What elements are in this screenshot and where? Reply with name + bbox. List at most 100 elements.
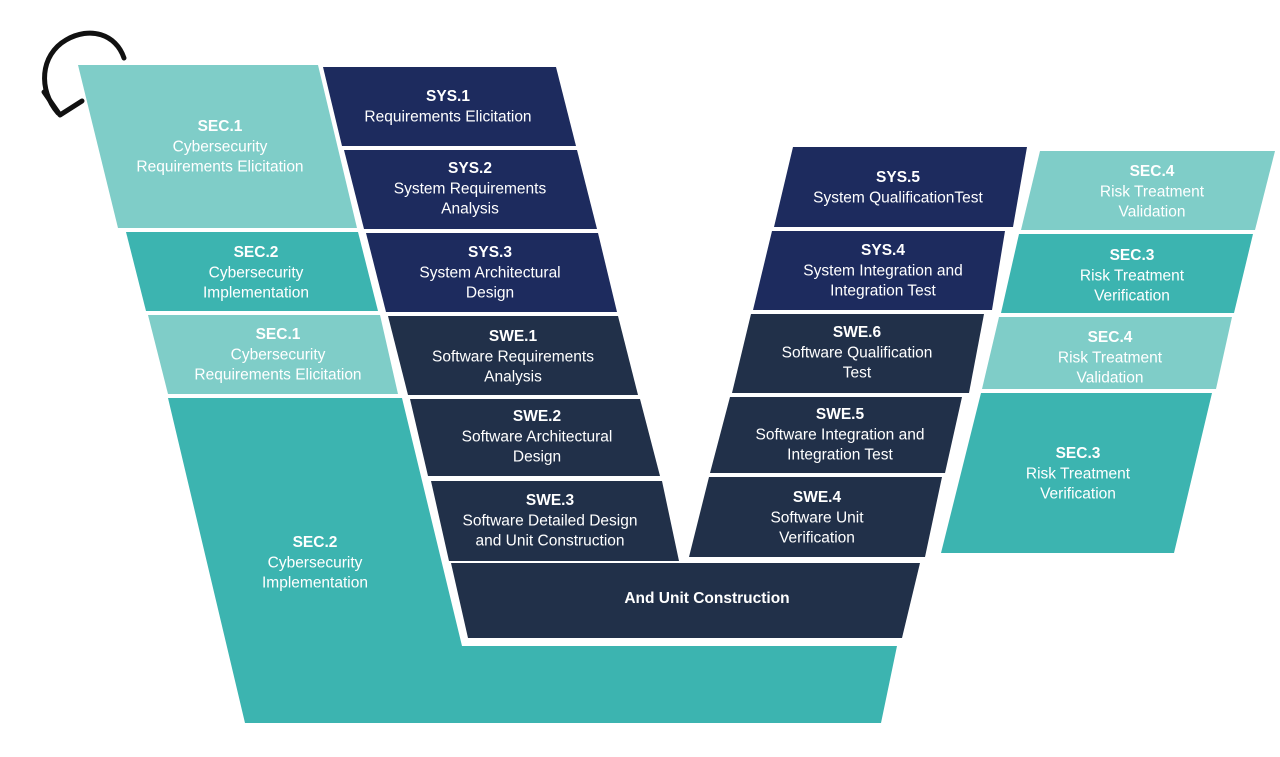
block-description-line: Requirements Elicitation	[194, 367, 361, 384]
block-description-line: Requirements Elicitation	[136, 159, 303, 176]
block-description-line: Software Requirements	[432, 348, 594, 365]
block-description-line: Cybersecurity	[268, 554, 363, 571]
sec3-risk-treatment-verification-block	[1001, 234, 1253, 313]
unit-construction-bottom-bar	[451, 563, 920, 638]
block-description-line: Risk Treatment	[1080, 267, 1185, 284]
block-description-line: Software Integration and	[756, 426, 925, 443]
block-description-line: Software Unit	[770, 509, 864, 526]
sec2-cybersecurity-implementation-large-block	[168, 398, 897, 723]
block-description-line: Verification	[779, 530, 855, 547]
block-description-line: Risk Treatment	[1026, 465, 1131, 482]
sec2-cybersecurity-implementation-block	[126, 232, 378, 311]
block-code: SEC.4	[1088, 329, 1133, 346]
block-code: SYS.4	[861, 242, 905, 259]
block-description-line: System QualificationTest	[813, 189, 983, 206]
swe1-software-requirements-analysis-block	[388, 316, 638, 395]
block-description-line: Requirements Elicitation	[364, 108, 531, 125]
block-code: And Unit Construction	[624, 590, 789, 607]
diagram-shapes	[78, 65, 1275, 723]
swe4-software-unit-verification-block	[689, 477, 942, 557]
block-code: SWE.3	[526, 492, 575, 509]
block-description-line: Design	[513, 449, 561, 466]
block-code: SWE.2	[513, 408, 561, 425]
block-description-line: Analysis	[441, 201, 499, 218]
block-description-line: Risk Treatment	[1100, 183, 1205, 200]
block-code: SEC.2	[293, 534, 338, 551]
sec4-risk-treatment-validation-block-2	[982, 317, 1232, 389]
sec1-requirements-elicitation-block-2	[148, 315, 398, 394]
block-description-line: Software Architectural	[462, 428, 613, 445]
block-description-line: Cybersecurity	[231, 346, 326, 363]
block-description-line: Implementation	[203, 285, 309, 302]
block-code: SWE.1	[489, 328, 538, 345]
block-code: SEC.1	[256, 326, 301, 343]
block-code: SEC.2	[234, 244, 279, 261]
block-code: SYS.1	[426, 88, 470, 105]
block-description-line: Cybersecurity	[173, 138, 268, 155]
block-description-line: Integration Test	[830, 283, 936, 300]
block-description-line: System Requirements	[394, 180, 547, 197]
sys2-system-requirements-analysis-block	[344, 150, 597, 229]
block-description-line: Test	[843, 365, 872, 382]
swe3-software-detailed-design-block	[431, 481, 679, 561]
block-code: SEC.3	[1056, 445, 1101, 462]
block-description-line: and Unit Construction	[475, 533, 624, 550]
block-code: SEC.4	[1130, 163, 1175, 180]
block-description-line: Design	[466, 285, 514, 302]
unit-construction-bottom-bar-label: And Unit Construction	[624, 590, 789, 607]
sys3-system-architectural-design-block	[366, 233, 617, 312]
swe6-software-qualification-test-block	[732, 314, 984, 393]
block-code: SWE.6	[833, 324, 882, 341]
sec1-requirements-elicitation-block	[78, 65, 357, 228]
block-description-line: Validation	[1077, 370, 1144, 387]
sys5-system-qualification-test-block	[774, 147, 1027, 227]
block-description-line: Verification	[1040, 486, 1116, 503]
block-description-line: System Integration and	[803, 262, 962, 279]
block-description-line: Risk Treatment	[1058, 349, 1163, 366]
sys4-system-integration-test-block	[753, 231, 1005, 310]
curved-cycle-arrow-icon	[41, 30, 127, 118]
block-description-line: Software Qualification	[782, 344, 933, 361]
block-description-line: Analysis	[484, 369, 542, 386]
block-code: SWE.4	[793, 489, 842, 506]
block-description-line: Verification	[1094, 288, 1170, 305]
block-description-line: Cybersecurity	[209, 264, 304, 281]
block-description-line: Validation	[1119, 204, 1186, 221]
block-description-line: Implementation	[262, 575, 368, 592]
block-code: SEC.1	[198, 118, 243, 135]
block-description-line: System Architectural	[419, 264, 560, 281]
block-code: SYS.5	[876, 169, 920, 186]
sys1-requirements-elicitation-block	[323, 67, 576, 146]
sec4-risk-treatment-validation-block	[1021, 151, 1275, 230]
block-description-line: Software Detailed Design	[463, 512, 638, 529]
block-code: SEC.3	[1110, 247, 1155, 264]
block-description-line: Integration Test	[787, 447, 893, 464]
swe5-software-integration-test-block	[710, 397, 962, 473]
swe2-software-architectural-design-block	[410, 399, 660, 476]
block-code: SWE.5	[816, 406, 865, 423]
block-code: SYS.2	[448, 160, 492, 177]
block-code: SYS.3	[468, 244, 512, 261]
sec3-risk-treatment-verification-large-block	[941, 393, 1212, 553]
